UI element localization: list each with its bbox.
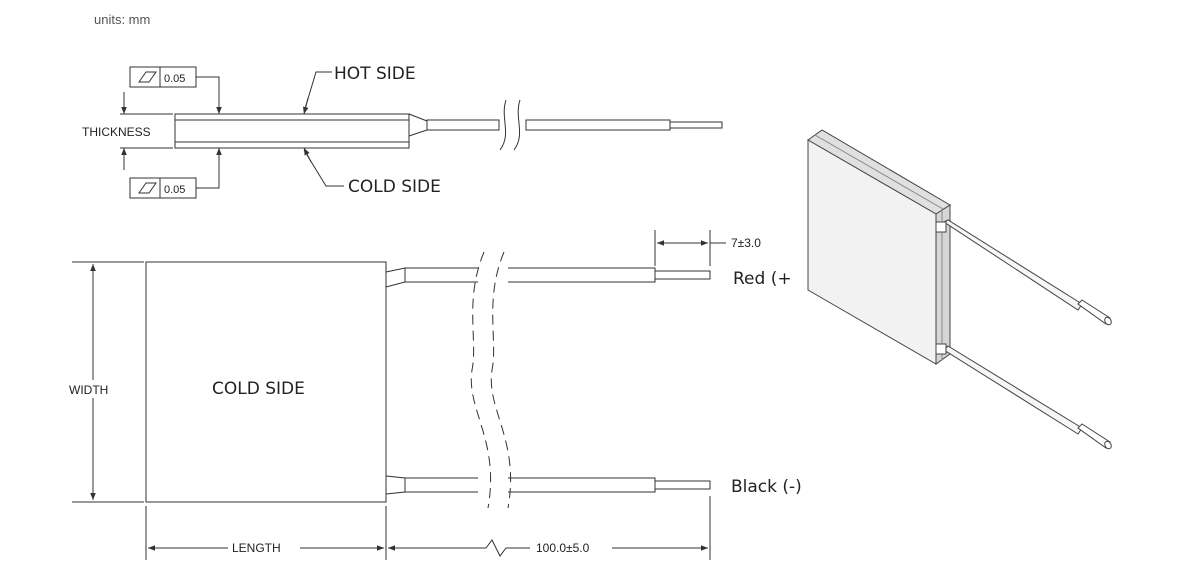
- red-label-clip: Red (+): [733, 269, 798, 289]
- red-lead-wire: [404, 267, 656, 283]
- side-view: [120, 66, 723, 199]
- flatness-symbol-icon: [138, 71, 157, 83]
- iso-lead-stub-black: [935, 343, 947, 355]
- black-lead-stripped: [654, 480, 711, 490]
- hot-side-leader: [303, 71, 332, 113]
- strip-length-label: 7±3.0: [731, 236, 761, 250]
- black-lead-label: Black (-): [731, 477, 802, 497]
- lead-length-label: 100.0±5.0: [536, 541, 590, 555]
- red-lead-label: Red (+): [733, 269, 798, 289]
- module-side-body: [174, 113, 410, 149]
- flatness-leader-bottom: [196, 150, 220, 189]
- side-lead-wire-2: [525, 119, 671, 131]
- flatness-leader-top: [196, 76, 220, 112]
- iso-red-lead: [942, 219, 1083, 311]
- flatness-frame-top: [129, 66, 197, 88]
- flatness-symbol-icon: [138, 182, 157, 194]
- iso-lead-stub-red: [935, 221, 947, 233]
- cold-side-leader: [303, 149, 344, 187]
- hot-side-label: HOT SIDE: [334, 64, 416, 84]
- cold-side-label-side: COLD SIDE: [348, 177, 441, 197]
- break-mark-1: [470, 251, 492, 509]
- side-break-mark-2: [513, 99, 521, 151]
- cold-side-label-top: COLD SIDE: [212, 379, 305, 399]
- flatness-value-top: 0.05: [164, 73, 185, 85]
- length-label: LENGTH: [232, 541, 281, 555]
- side-break-mark-1: [499, 99, 507, 151]
- red-lead-stripped: [654, 270, 711, 280]
- iso-black-lead: [943, 345, 1083, 435]
- isometric-view: [807, 129, 1112, 450]
- flatness-frame-bottom: [129, 177, 197, 199]
- black-lead-wire: [404, 477, 656, 493]
- width-label: WIDTH: [69, 383, 108, 397]
- side-lead-stripped: [669, 121, 723, 129]
- side-lead-anchor: [408, 113, 428, 137]
- red-lead-anchor: [385, 267, 406, 288]
- units-label: units: mm: [94, 12, 151, 27]
- lead-dim-break: [480, 539, 530, 557]
- top-view: [72, 230, 726, 560]
- break-mark-2: [490, 251, 512, 509]
- side-lead-wire: [426, 119, 500, 131]
- module-face: [807, 139, 937, 365]
- flatness-value-bottom: 0.05: [164, 184, 185, 196]
- module-top-body: [145, 261, 387, 503]
- thickness-label: THICKNESS: [82, 125, 151, 139]
- black-lead-anchor: [385, 475, 406, 495]
